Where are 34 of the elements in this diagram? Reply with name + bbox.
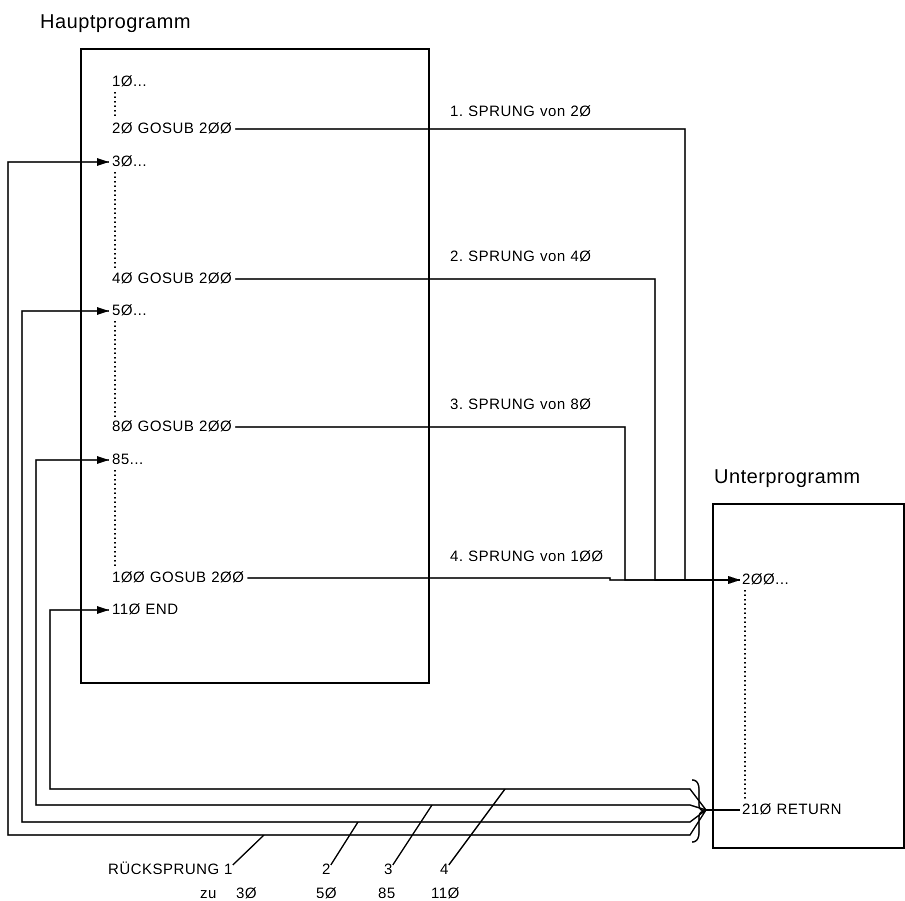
callout-number: 1 [224, 861, 233, 879]
code-line: 2Ø GOSUB 2ØØ [112, 120, 232, 138]
code-line: 3Ø... [112, 153, 148, 171]
leader-line [448, 788, 506, 866]
dotted-line [114, 92, 116, 119]
code-line: 2ØØ... [742, 571, 790, 589]
label-text: RÜCKSPRUNG [108, 861, 220, 879]
code-line: 11Ø END [112, 601, 179, 619]
code-line: 5Ø... [112, 302, 148, 320]
callout-number: 3 [384, 861, 393, 879]
callout-number: 2 [322, 861, 331, 879]
leader-line [392, 804, 433, 866]
leader-line [232, 834, 265, 866]
label-text: 5Ø [316, 885, 338, 901]
label-text: 3Ø [236, 885, 258, 901]
code-line: 85... [112, 451, 144, 469]
code-line: 4Ø GOSUB 2ØØ [112, 270, 232, 288]
callout-number: 4 [440, 861, 449, 879]
dotted-line [114, 321, 116, 417]
dotted-line [114, 470, 116, 568]
label-text: 85 [378, 885, 396, 901]
arrow [49, 606, 740, 811]
label-text: zu [200, 885, 217, 901]
arrow [247, 576, 740, 584]
dotted-line [114, 172, 116, 269]
code-line: 21Ø RETURN [742, 801, 842, 819]
code-line: 1Ø... [112, 73, 148, 91]
code-line: 1ØØ GOSUB 2ØØ [112, 569, 244, 587]
box-heading: Unterprogramm [714, 465, 861, 489]
dotted-line [744, 590, 746, 800]
box-heading: Hauptprogramm [40, 10, 192, 34]
leader-line [330, 822, 359, 866]
label-text: 11Ø [431, 885, 460, 901]
code-line: 8Ø GOSUB 2ØØ [112, 418, 232, 436]
